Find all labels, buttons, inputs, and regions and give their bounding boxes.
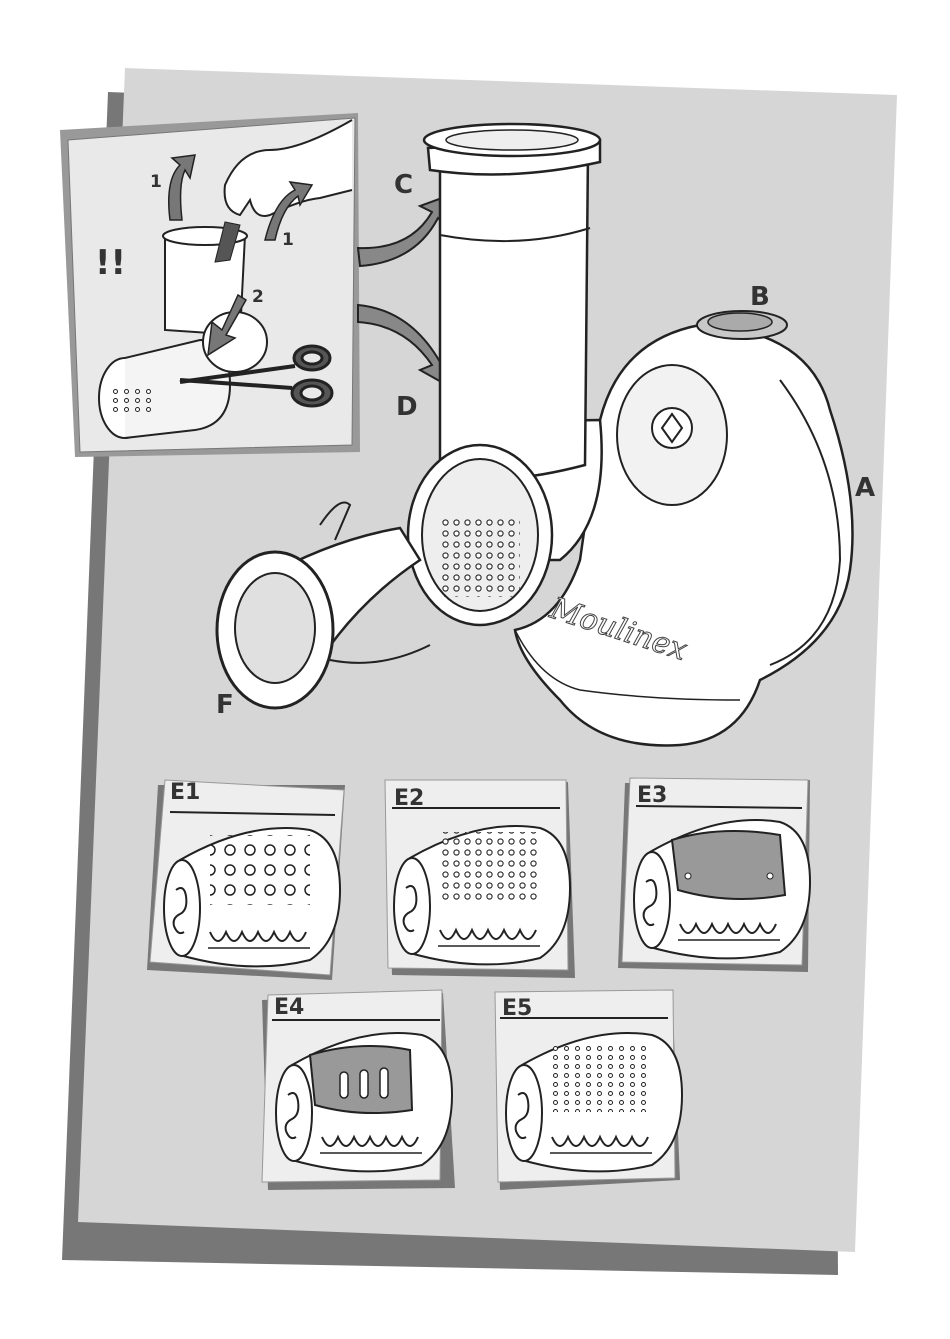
drum-label-e2: E2 bbox=[394, 786, 424, 811]
drum-label-e1: E1 bbox=[170, 780, 200, 805]
warning-mark: !! bbox=[95, 243, 126, 283]
drum-label-e5: E5 bbox=[502, 996, 532, 1021]
step-label-1b: 1 bbox=[282, 230, 294, 250]
step-label-2: 2 bbox=[252, 287, 264, 307]
part-label-b: B bbox=[750, 282, 770, 312]
part-label-f: F bbox=[216, 690, 234, 720]
step-label-1a: 1 bbox=[150, 172, 162, 192]
drum-card-e4 bbox=[262, 990, 455, 1190]
warning-inset-panel bbox=[60, 113, 360, 457]
drum-card-e1 bbox=[147, 780, 345, 980]
part-label-d: D bbox=[396, 392, 418, 422]
part-label-a: A bbox=[855, 473, 875, 503]
drum-label-e3: E3 bbox=[637, 783, 667, 808]
part-label-c: C bbox=[394, 170, 413, 200]
drum-label-e4: E4 bbox=[274, 995, 304, 1020]
